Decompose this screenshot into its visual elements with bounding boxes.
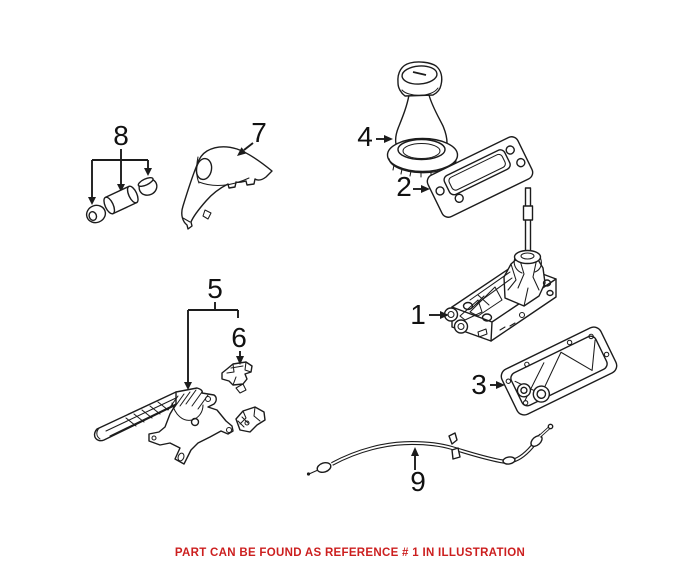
callout-arrow-7 — [237, 142, 254, 156]
callout-label-6: 6 — [231, 322, 247, 353]
callout-bracket-8 — [88, 149, 152, 205]
callout-arrow-2 — [413, 185, 430, 193]
part-5-parking-brake-lever-drawing: 5 — [93, 273, 266, 465]
part-2-gasket-drawing: 2 — [396, 136, 534, 218]
part-4-shift-knob-drawing: 4 — [357, 61, 459, 178]
callout-label-5: 5 — [207, 273, 223, 304]
callout-label-4: 4 — [357, 121, 373, 152]
callout-label-2: 2 — [396, 171, 412, 202]
callout-label-9: 9 — [410, 466, 426, 497]
part-3-base-plate-drawing: 3 — [471, 326, 618, 416]
part-6-switch-drawing: 6 — [221, 322, 253, 394]
callout-arrow-3 — [490, 381, 505, 389]
part-8-bushings-drawing: 8 — [85, 120, 158, 224]
part-1-shifter-assembly-drawing: 1 — [410, 187, 557, 342]
callout-arrow-9 — [411, 447, 419, 470]
callout-arrow-4 — [376, 135, 393, 143]
callout-arrow-6 — [236, 351, 244, 365]
part-8-right-cap — [137, 176, 158, 196]
part-8-cylinder — [103, 185, 139, 215]
caption-text: PART CAN BE FOUND AS REFERENCE # 1 IN IL… — [174, 547, 526, 559]
part-7-handle-cover-drawing: 7 — [181, 117, 273, 230]
callout-label-1: 1 — [410, 299, 426, 330]
part-8-left-cap — [85, 204, 107, 224]
callout-label-7: 7 — [251, 117, 267, 148]
part-9-cable-drawing: 9 — [306, 423, 554, 497]
callout-label-3: 3 — [471, 369, 487, 400]
callout-bracket-5 — [184, 302, 239, 390]
callout-label-8: 8 — [113, 120, 129, 151]
callout-arrow-1 — [429, 311, 449, 319]
